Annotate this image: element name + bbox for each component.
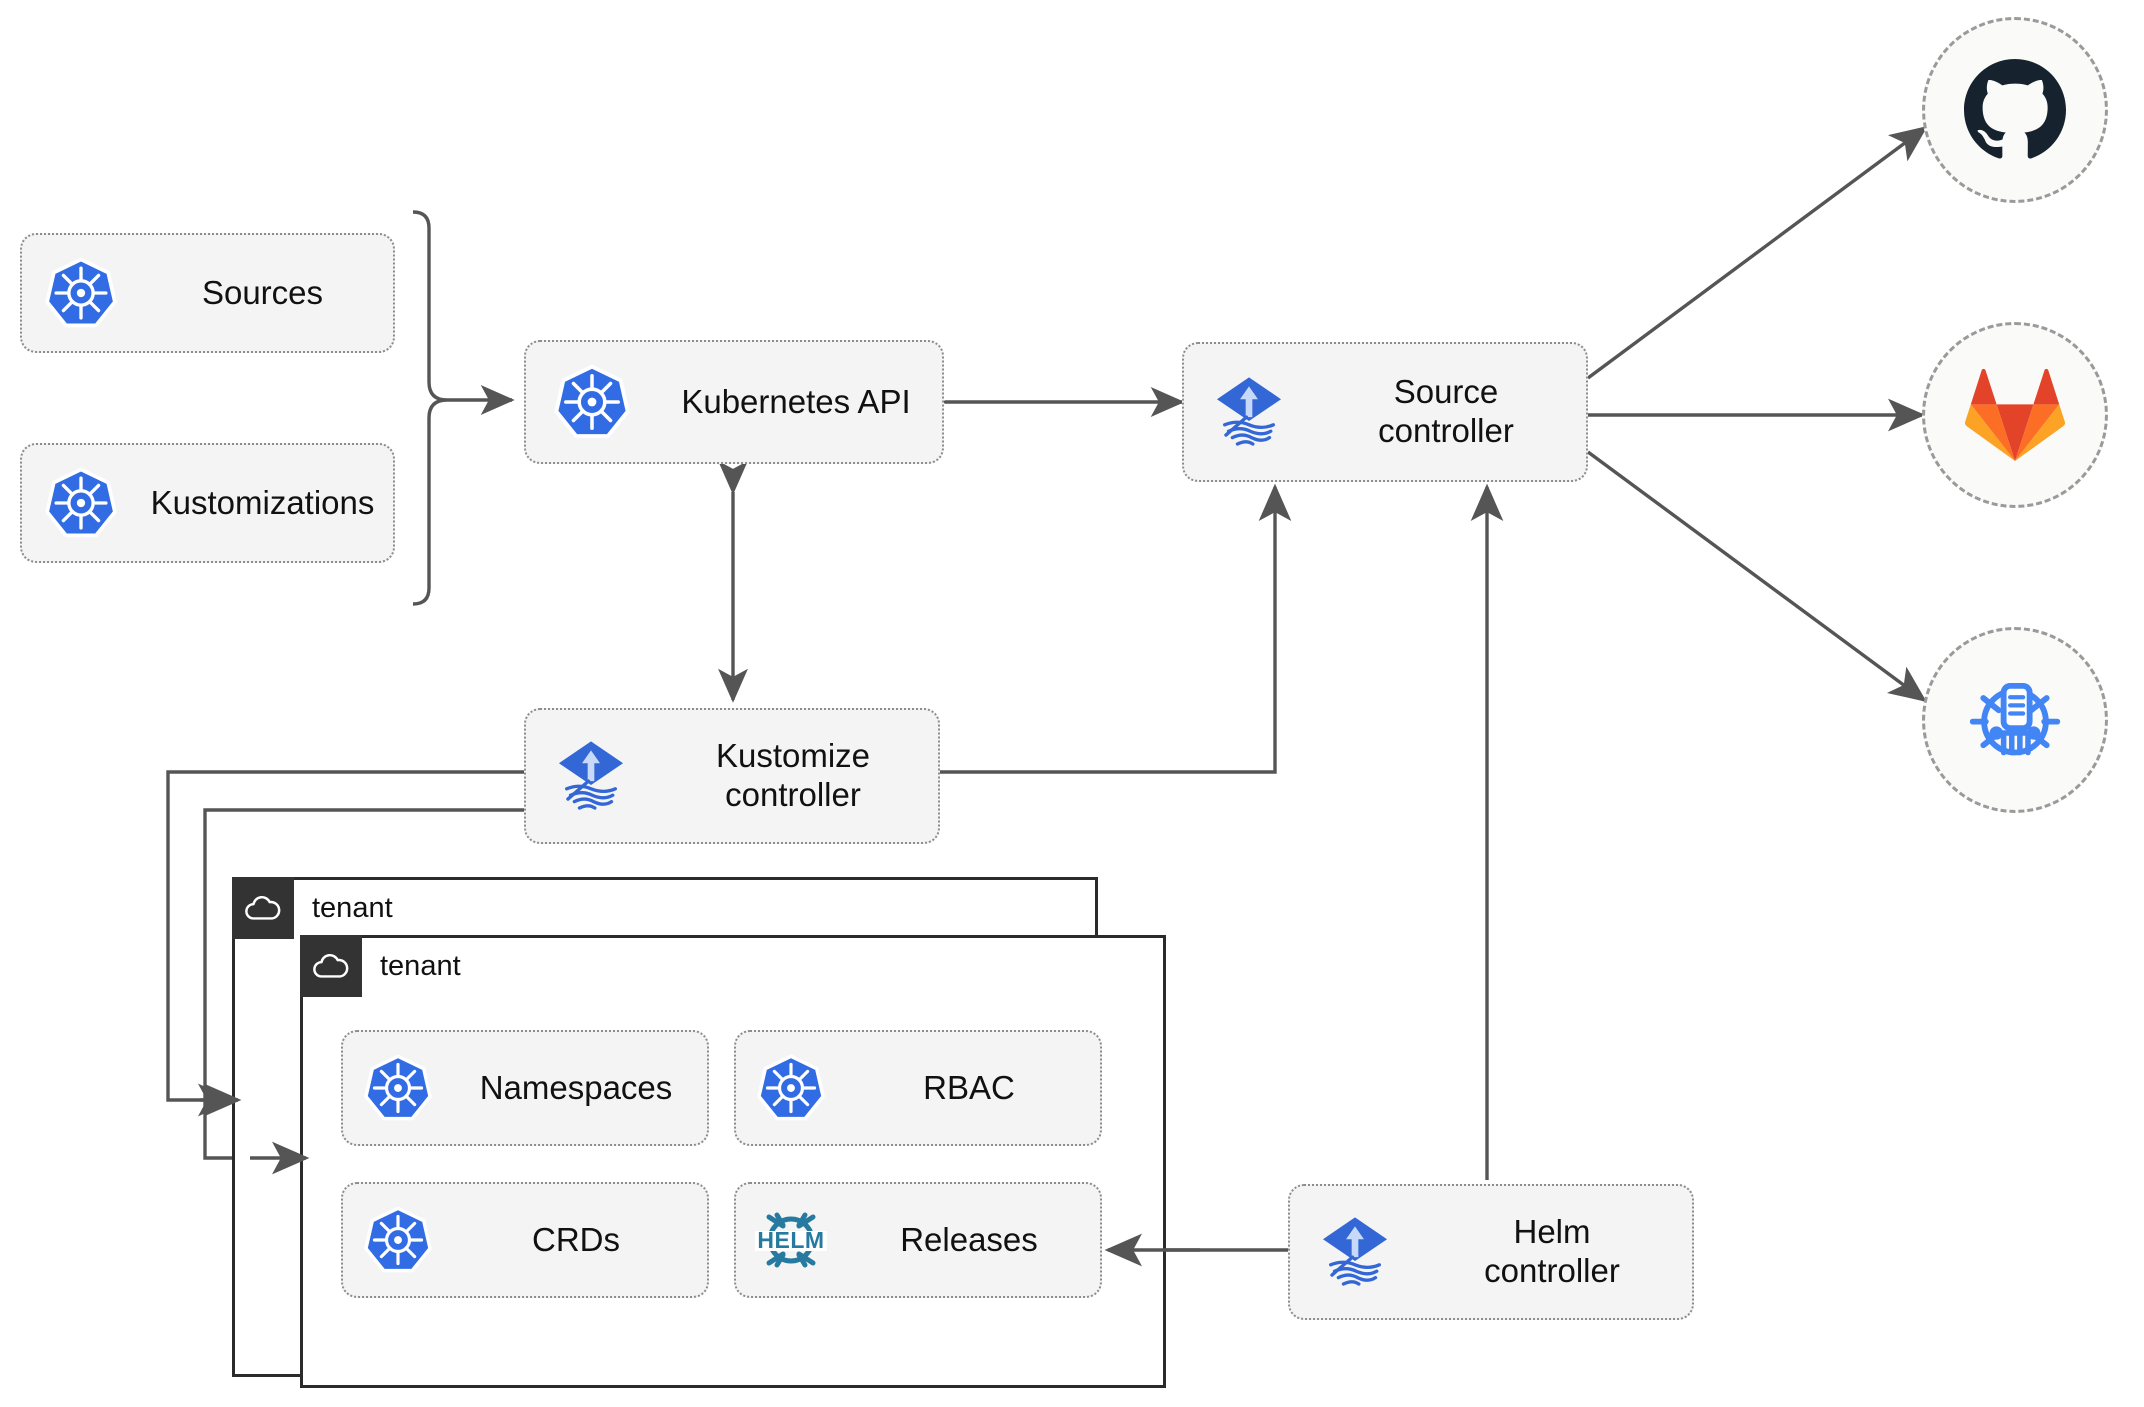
tenant-label: tenant [312, 891, 393, 924]
node-kustomize-controller[interactable]: Kustomize controller [524, 708, 940, 844]
provider-gitlab[interactable] [1922, 322, 2108, 508]
edge-resources-brace [412, 210, 515, 606]
node-label: Releases [900, 1220, 1038, 1258]
tenant-container-front[interactable]: tenant [300, 935, 1166, 1388]
bucket-icon [1969, 682, 2061, 756]
node-label: Sources [201, 273, 324, 311]
provider-github[interactable] [1922, 17, 2108, 203]
node-label: RBAC [923, 1068, 1015, 1106]
node-crds[interactable]: CRDs [341, 1182, 709, 1298]
node-namespaces[interactable]: Namespaces [341, 1030, 709, 1146]
flux-icon [1290, 1211, 1420, 1293]
node-label: Kubernetes API [681, 382, 911, 420]
kubernetes-icon [736, 1053, 846, 1123]
helm-icon: HELM [736, 1204, 846, 1276]
tenant-label: tenant [380, 949, 461, 982]
node-source-controller[interactable]: Source controller [1182, 342, 1588, 482]
node-rbac[interactable]: RBAC [734, 1030, 1102, 1146]
node-label: Helm controller [1484, 1213, 1620, 1289]
node-releases[interactable]: HELM Releases [734, 1182, 1102, 1298]
node-kubernetes-api[interactable]: Kubernetes API [524, 340, 944, 464]
node-label: Kustomize controller [715, 737, 871, 813]
node-helm-controller[interactable]: Helm controller [1288, 1184, 1694, 1320]
edge-kustomize-source [940, 483, 1292, 774]
kubernetes-icon [22, 466, 140, 540]
kubernetes-icon [526, 363, 658, 441]
node-label: Namespaces [479, 1068, 673, 1106]
provider-bucket[interactable] [1922, 627, 2108, 813]
gitlab-icon [1965, 368, 2065, 461]
node-label: CRDs [532, 1220, 620, 1258]
edge-source-bucket [1586, 450, 1927, 703]
node-label: Kustomizations [150, 483, 375, 521]
cloud-icon [232, 877, 294, 939]
node-kustomizations[interactable]: Kustomizations [20, 443, 395, 563]
flux-icon [1184, 371, 1314, 453]
edge-source-github [1586, 125, 1928, 380]
cloud-icon [300, 935, 362, 997]
node-sources[interactable]: Sources [20, 233, 395, 353]
tenant-header: tenant [232, 877, 393, 939]
tenant-header: tenant [300, 935, 461, 997]
kubernetes-icon [22, 256, 140, 330]
kubernetes-icon [343, 1053, 453, 1123]
node-label: Source controller [1378, 373, 1514, 449]
kubernetes-icon [343, 1205, 453, 1275]
github-icon [1964, 59, 2066, 159]
svg-text:HELM: HELM [757, 1227, 824, 1253]
flux-icon [526, 735, 656, 817]
